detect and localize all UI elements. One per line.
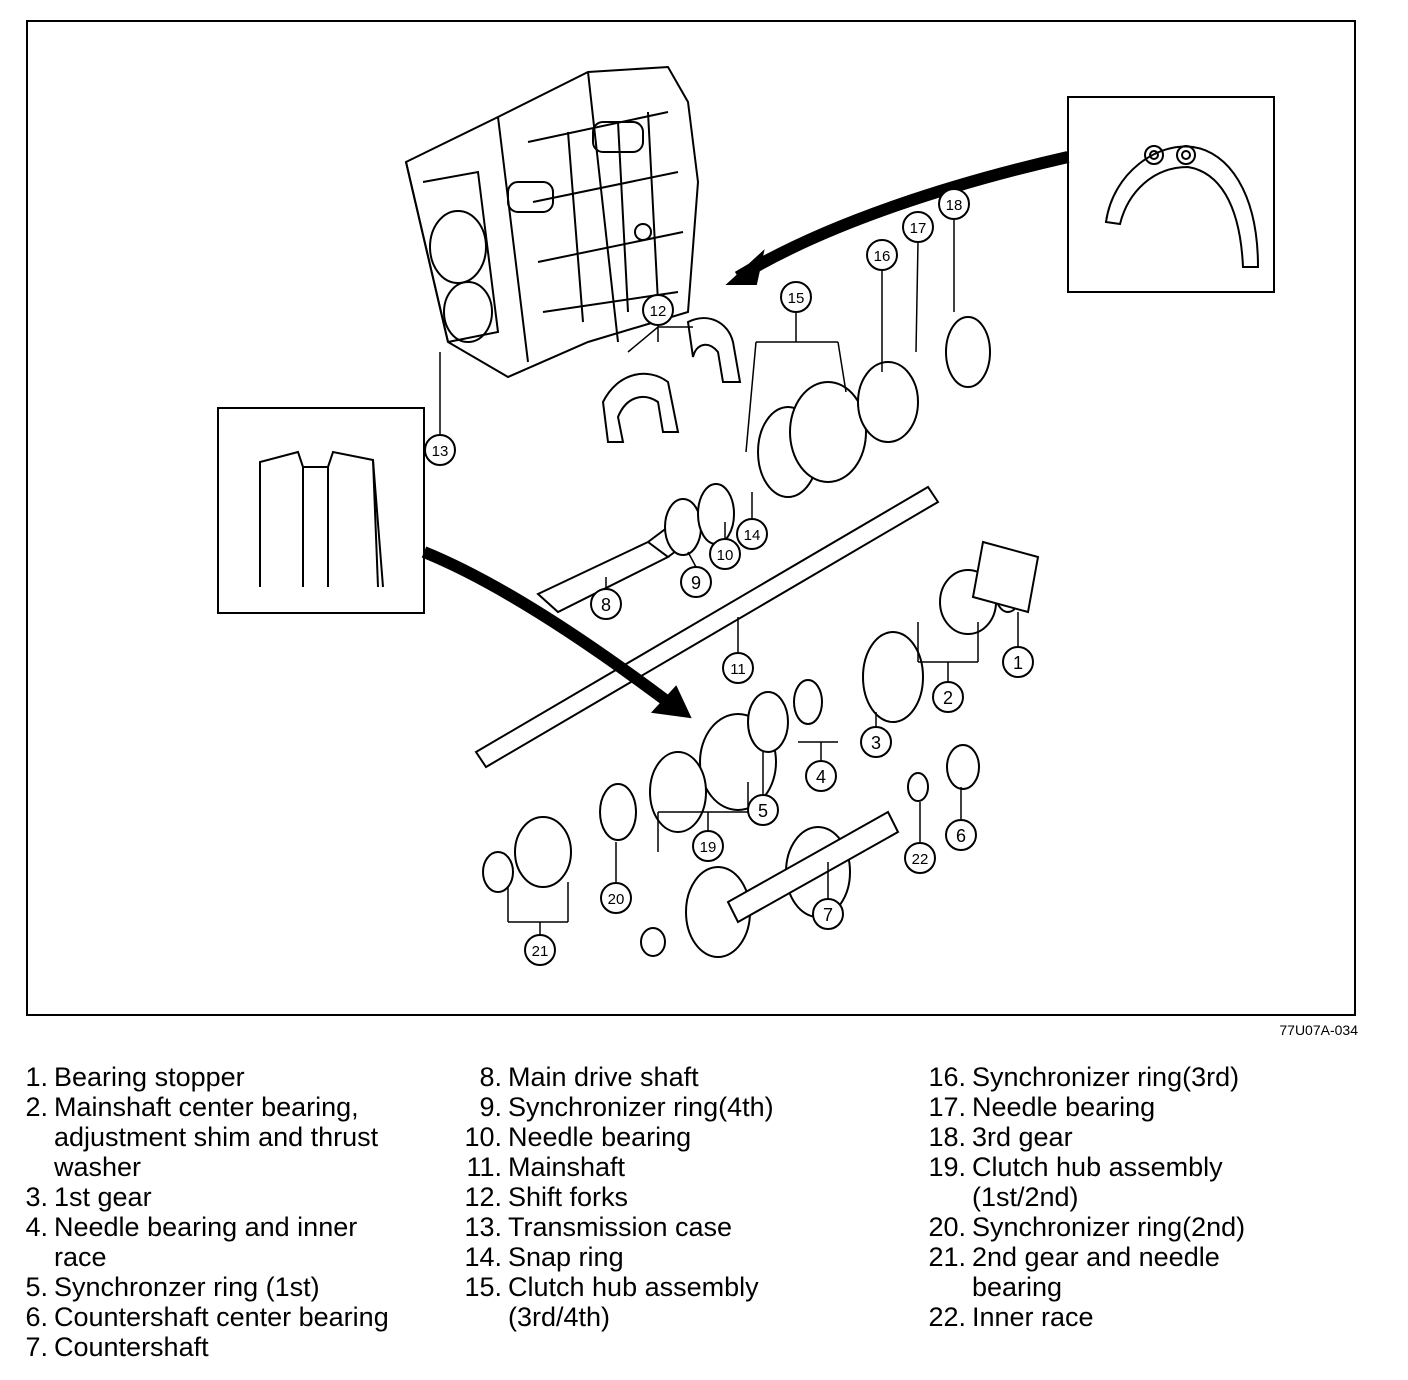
legend-item: 16.Synchronizer ring(3rd)	[928, 1062, 1240, 1092]
legend-item: 11.Mainshaft	[466, 1152, 626, 1182]
legend-item: 20.Synchronizer ring(2nd)	[928, 1212, 1246, 1242]
legend-item: 14.Snap ring	[464, 1242, 624, 1272]
legend-item: 9.Synchronizer ring(4th)	[479, 1092, 774, 1122]
arrow-to-fork	[734, 151, 1070, 283]
callout-6: 6	[945, 819, 977, 851]
shift-forks	[601, 317, 742, 443]
callout-3: 3	[860, 726, 892, 758]
svg-text:7: 7	[823, 905, 833, 925]
mainshaft	[474, 485, 940, 769]
legend-item: 8.Main drive shaft	[479, 1062, 699, 1092]
legend-item: bearing	[972, 1272, 1063, 1302]
svg-text:5: 5	[758, 801, 768, 821]
callout-19: 19	[692, 830, 724, 862]
legend-column-1: 1.Bearing stopper 2.Mainshaft center bea…	[6, 1062, 456, 1362]
legend-item: (1st/2nd)	[972, 1182, 1079, 1212]
svg-text:16: 16	[874, 248, 891, 265]
svg-text:8: 8	[601, 595, 611, 615]
svg-text:22: 22	[912, 851, 929, 868]
svg-text:19: 19	[700, 839, 717, 856]
legend-item: 12.Shift forks	[464, 1182, 629, 1212]
diagram-frame: 1 2 3 4 5 6 7 8 9 10 11 12 13 14 15 16 1…	[26, 20, 1356, 1016]
svg-text:13: 13	[432, 443, 449, 460]
svg-text:12: 12	[650, 303, 667, 320]
callout-18: 18	[938, 188, 970, 220]
callouts: 1 2 3 4 5 6 7 8 9 10 11 12 13 14 15 16 1…	[424, 188, 1034, 966]
callout-16: 16	[866, 239, 898, 271]
svg-text:18: 18	[946, 197, 963, 214]
legend-item: 13.Transmission case	[464, 1212, 733, 1242]
legend-item: (3rd/4th)	[508, 1302, 611, 1332]
legend-item: 15.Clutch hub assembly	[464, 1272, 759, 1302]
legend-item: 2.Mainshaft center bearing,	[25, 1092, 359, 1122]
callout-5: 5	[747, 794, 779, 826]
callout-22: 22	[904, 842, 936, 874]
transmission-case	[404, 65, 700, 379]
svg-text:15: 15	[788, 290, 805, 307]
legend-item: 6.Countershaft center bearing	[25, 1302, 389, 1332]
legend-item: 18.3rd gear	[928, 1122, 1073, 1152]
legend-item: 17.Needle bearing	[928, 1092, 1156, 1122]
svg-text:11: 11	[730, 661, 746, 678]
callout-1: 1	[1002, 646, 1034, 678]
callout-8: 8	[590, 588, 622, 620]
svg-text:10: 10	[717, 547, 734, 564]
callout-14: 14	[736, 518, 768, 550]
legend-column-3: 16.Synchronizer ring(3rd) 17.Needle bear…	[922, 1062, 1392, 1332]
legend-item: washer	[54, 1152, 142, 1182]
callout-15: 15	[780, 281, 812, 313]
callout-11: 11	[722, 652, 754, 684]
callout-10: 10	[709, 538, 741, 570]
legend-item: 4.Needle bearing and inner	[25, 1212, 358, 1242]
svg-text:2: 2	[943, 688, 953, 708]
svg-text:9: 9	[691, 573, 701, 593]
legend-item: 7.Countershaft	[25, 1332, 209, 1362]
legend-item: 5.Synchronzer ring (1st)	[25, 1272, 320, 1302]
svg-text:14: 14	[744, 527, 761, 544]
callout-7: 7	[812, 898, 844, 930]
legend-item: race	[54, 1242, 107, 1272]
figure-code: 77U07A-034	[1279, 1022, 1358, 1038]
legend-item: 1.Bearing stopper	[25, 1062, 245, 1092]
svg-text:21: 21	[532, 943, 549, 960]
callout-12: 12	[642, 294, 674, 326]
legend-item: 19.Clutch hub assembly	[928, 1152, 1223, 1182]
exploded-transmission-drawing: 1 2 3 4 5 6 7 8 9 10 11 12 13 14 15 16 1…	[217, 65, 1275, 966]
groove-inset	[217, 407, 425, 614]
svg-text:4: 4	[816, 767, 826, 787]
shift-fork-inset	[1067, 96, 1275, 293]
callout-13: 13	[424, 434, 456, 466]
leader-lines	[439, 219, 1019, 935]
legend-item: 22.Inner race	[928, 1302, 1094, 1332]
svg-text:17: 17	[910, 220, 927, 237]
legend-column-2: 8.Main drive shaft 9.Synchronizer ring(4…	[458, 1062, 898, 1332]
callout-9: 9	[680, 566, 712, 598]
legend-item: 3.1st gear	[25, 1182, 152, 1212]
svg-text:20: 20	[608, 891, 625, 908]
callout-20: 20	[600, 882, 632, 914]
callout-4: 4	[805, 760, 837, 792]
callout-2: 2	[932, 681, 964, 713]
legend-item: 10.Needle bearing	[464, 1122, 692, 1152]
legend-item: 21.2nd gear and needle	[928, 1242, 1220, 1272]
callout-17: 17	[902, 211, 934, 243]
legend-item: adjustment shim and thrust	[54, 1122, 379, 1152]
gears	[482, 316, 1040, 958]
svg-text:1: 1	[1013, 653, 1023, 673]
svg-text:6: 6	[956, 826, 966, 846]
callout-21: 21	[524, 934, 556, 966]
svg-text:3: 3	[871, 733, 881, 753]
